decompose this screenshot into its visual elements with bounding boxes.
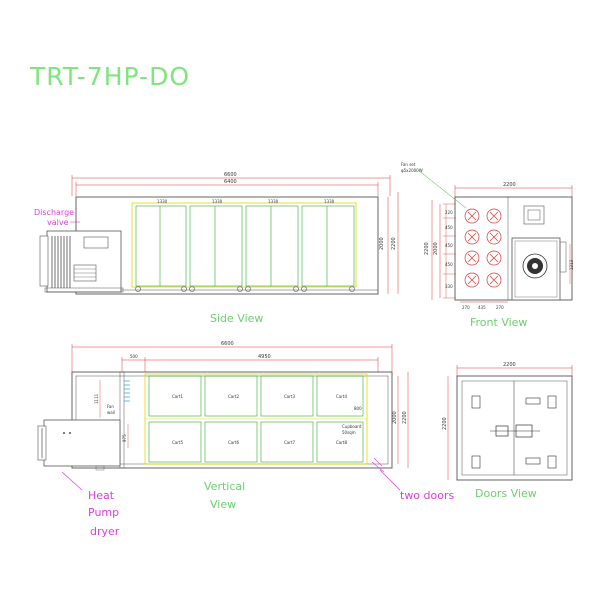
cupboard-label-1: Cupboard <box>342 424 362 429</box>
side-dim-total: 6600 <box>224 172 237 178</box>
vertical-dim-500: 500 <box>130 354 138 359</box>
vertical-dim-975: 975 <box>122 434 127 442</box>
doors-dim-width: 2200 <box>503 362 516 368</box>
annotations: Heat Pump dryer two doors <box>61 469 455 538</box>
side-dim-height-inner: 2000 <box>379 237 385 250</box>
cart-label-2: Cart2 <box>228 394 239 399</box>
front-dim-left-2: 450 <box>445 225 453 230</box>
fan-wall-label-1: Fan <box>107 404 114 409</box>
doors-view: 2200 2200 Doors View <box>442 362 573 500</box>
front-unit-dim: 1313 <box>569 259 574 270</box>
cart-label-1: Cart1 <box>172 394 183 399</box>
heat-pump-label-2: Pump <box>88 506 119 519</box>
discharge-label-line1: Discharge <box>34 208 74 217</box>
front-dim-bottom-3: 270 <box>496 305 504 310</box>
fan-array <box>464 208 502 288</box>
vertical-dim-side-inner: 2000 <box>392 411 398 424</box>
cart-label-7: Cart7 <box>284 440 295 445</box>
front-dim-inner-height: 2000 <box>433 242 439 255</box>
side-panel-label-2: 1330 <box>212 199 223 204</box>
fan-wall-label-2: wall <box>107 410 115 415</box>
vertical-dim-inner: 4950 <box>258 354 271 360</box>
vertical-view-label-2: View <box>210 498 236 511</box>
vertical-view: 6600 500 4950 Cart1 Cart2 Cart3 Cart4 Ca… <box>37 341 409 511</box>
front-dim-left-3: 450 <box>445 243 453 248</box>
fan-note-1: Fan set <box>401 162 416 167</box>
cupboard-label-2: 50sqm <box>342 430 356 435</box>
front-view-label: Front View <box>470 316 527 329</box>
vertical-view-label-1: Vertical <box>204 480 245 493</box>
drawing-title: TRT-7HP-DO <box>30 62 190 91</box>
vertical-dim-side-outer: 2200 <box>402 411 408 424</box>
two-doors-label: two doors <box>400 489 455 502</box>
heat-pump-label-1: Heat <box>88 489 115 502</box>
cart-label-3: Cart3 <box>284 394 295 399</box>
fan-note-2: φ5x2000W <box>401 168 423 173</box>
front-dim-height: 2200 <box>424 242 430 255</box>
front-dim-left-1: 220 <box>445 210 453 215</box>
side-view-label: Side View <box>210 312 263 325</box>
front-view: 2200 2200 2000 220 450 450 450 330 <box>401 162 574 329</box>
cart-label-4: Cart4 <box>336 394 347 399</box>
cart-label-5: Cart5 <box>172 440 183 445</box>
front-dim-left-4: 450 <box>445 262 453 267</box>
front-dim-left-5: 330 <box>445 284 453 289</box>
front-dim-bottom-2: 435 <box>478 305 486 310</box>
front-dim-width: 2200 <box>503 182 516 188</box>
discharge-label-line2: valve <box>47 218 69 227</box>
vertical-dim-total: 6600 <box>221 341 234 347</box>
side-dim-inner: 6400 <box>224 179 237 185</box>
heat-pump-label-3: dryer <box>90 525 120 538</box>
cart-label-6: Cart6 <box>228 440 239 445</box>
vertical-dim-1111: 1111 <box>94 393 99 404</box>
vertical-dim-800: 800 <box>354 406 362 411</box>
side-panel-label-1: 1330 <box>157 199 168 204</box>
cart-label-8: Cart8 <box>336 440 347 445</box>
doors-dim-height: 2200 <box>442 417 448 430</box>
front-dim-bottom-1: 270 <box>462 305 470 310</box>
side-view: 6600 6400 2000 2200 1330 1330 1330 1330 <box>34 172 399 325</box>
side-panel-label-3: 1330 <box>268 199 279 204</box>
doors-view-label: Doors View <box>475 487 537 500</box>
side-panel-label-4: 1330 <box>324 199 335 204</box>
side-dim-height-outer: 2200 <box>391 237 397 250</box>
